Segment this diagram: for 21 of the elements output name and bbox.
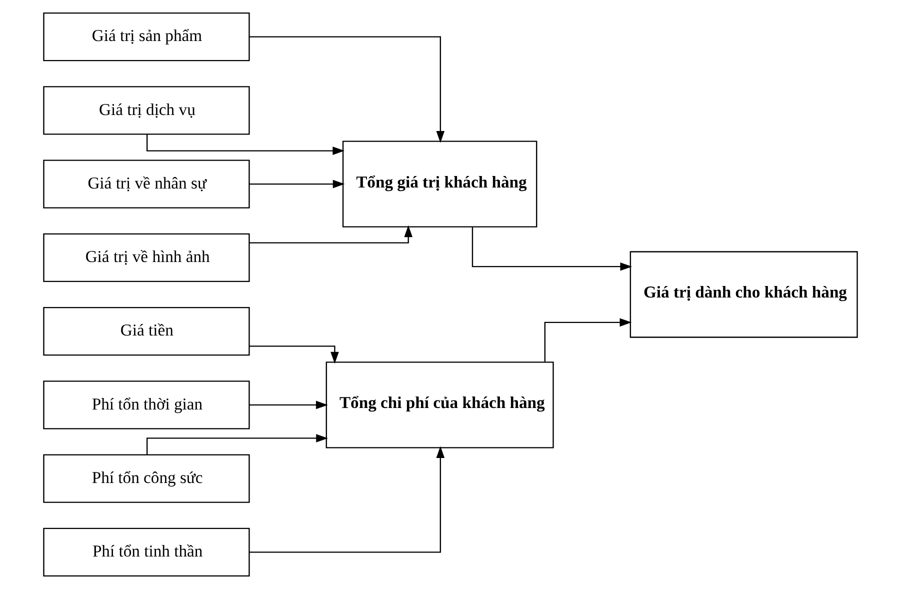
node-box: Phí tổn thời gian — [43, 380, 250, 430]
arrow — [249, 346, 339, 364]
node-box: Phí tổn tinh thần — [43, 528, 250, 577]
node-box: Tổng giá trị khách hàng — [342, 140, 538, 228]
node-box: Giá trị về nhân sự — [43, 160, 250, 208]
arrow — [472, 227, 632, 271]
node-box: Giá trị về hình ảnh — [43, 233, 250, 282]
node-box: Giá trị sản phẩm — [43, 12, 250, 62]
node-box: Giá tiền — [43, 306, 250, 356]
arrow — [250, 180, 345, 188]
arrow — [544, 318, 632, 362]
node-box: Giá trị dành cho khách hàng — [630, 251, 858, 338]
node-box: Phí tổn công sức — [43, 454, 250, 503]
arrow — [146, 134, 345, 155]
arrow — [250, 400, 328, 410]
arrow — [249, 36, 445, 143]
arrow — [249, 446, 445, 553]
node-box: Tổng chi phí của khách hàng — [326, 362, 554, 448]
node-box: Giá trị dịch vụ — [43, 86, 250, 135]
arrow — [146, 434, 328, 455]
arrow — [249, 225, 412, 244]
